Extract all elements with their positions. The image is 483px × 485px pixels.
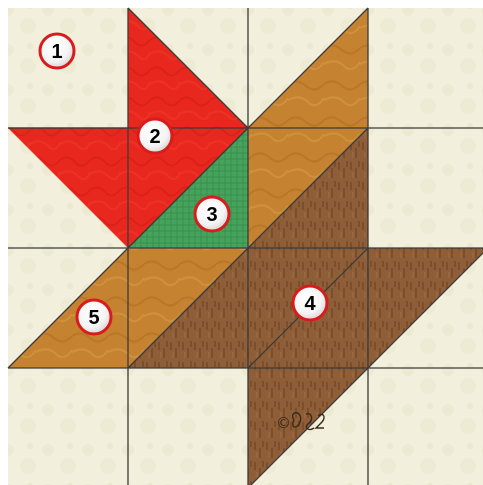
svg-text:2: 2 <box>149 126 160 148</box>
marker-2: 2 <box>138 119 172 153</box>
marker-5: 5 <box>77 300 111 334</box>
svg-text:4: 4 <box>304 293 316 315</box>
svg-text:3: 3 <box>206 204 217 226</box>
svg-text:5: 5 <box>88 307 99 329</box>
marker-4: 4 <box>293 286 327 320</box>
marker-3: 3 <box>195 197 229 231</box>
marker-1: 1 <box>40 34 74 68</box>
svg-text:1: 1 <box>51 41 62 63</box>
svg-text:©: © <box>276 414 291 432</box>
